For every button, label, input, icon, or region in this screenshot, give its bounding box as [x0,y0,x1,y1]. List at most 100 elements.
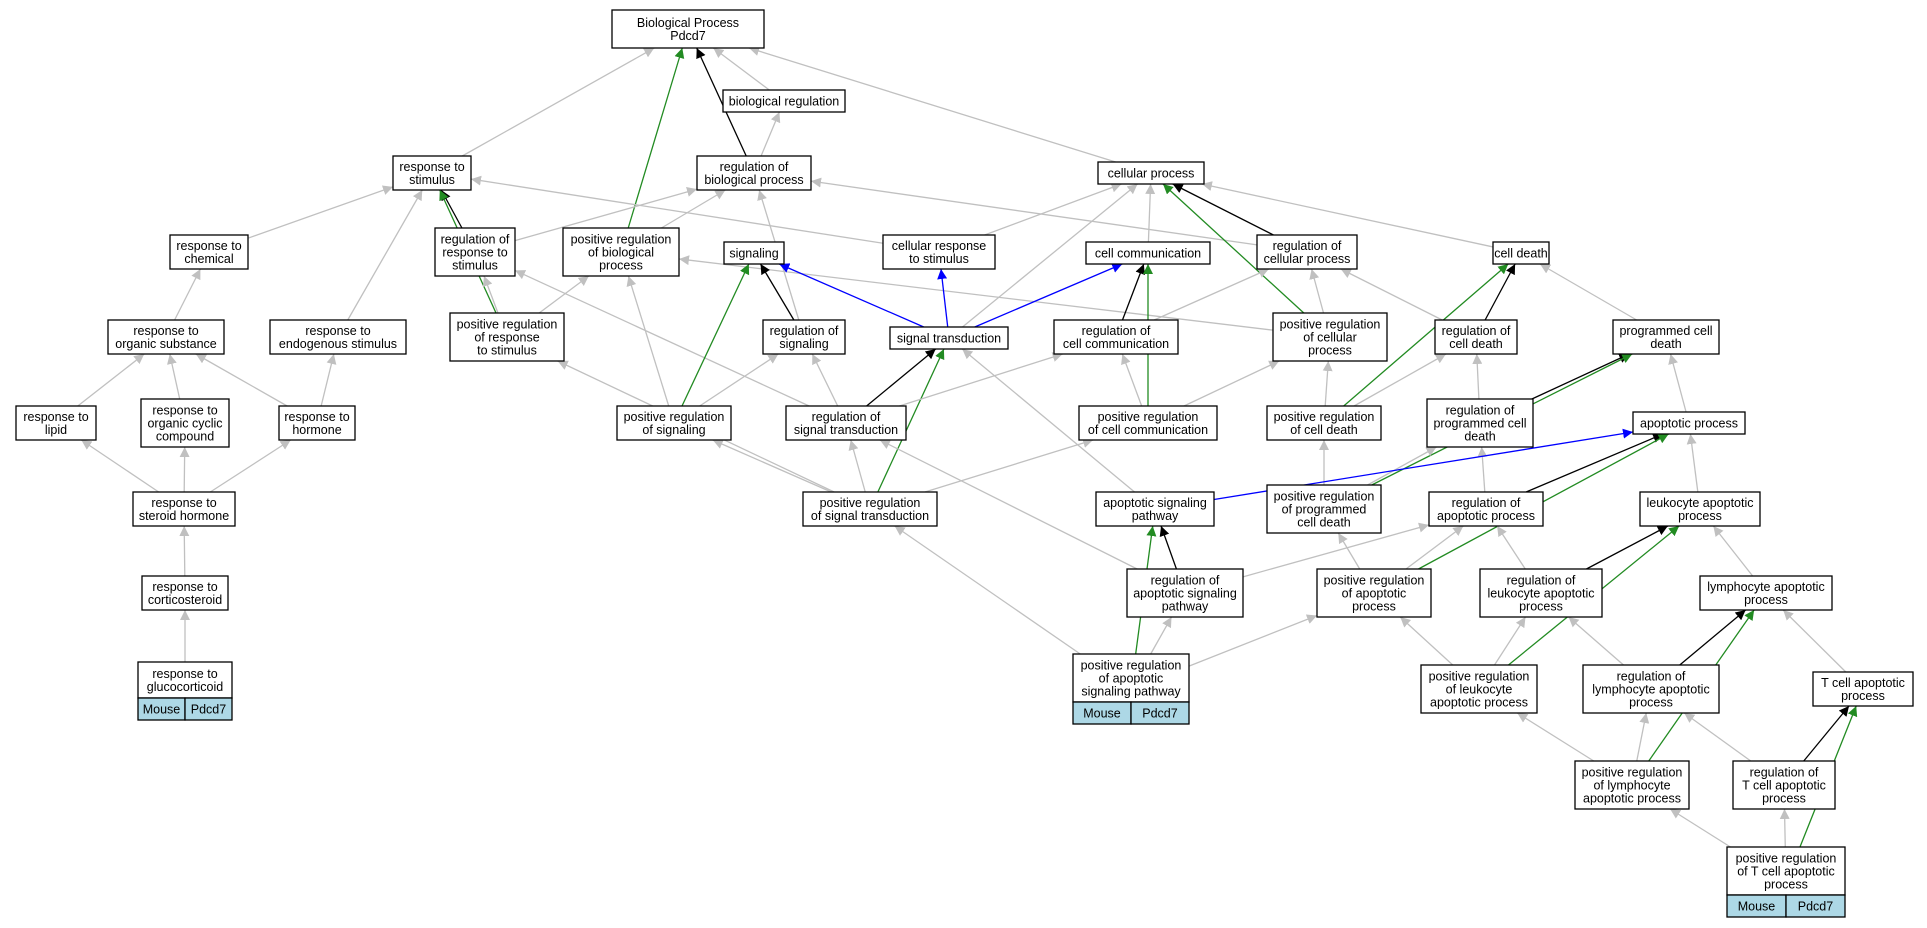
node-label-line: process [1841,689,1885,703]
edge-is-a [1496,525,1526,570]
edge-is-a [514,187,698,242]
go-term-node[interactable]: signaling [723,241,785,265]
node-box [1582,664,1720,714]
node-label-line: apoptotic process [1583,792,1681,806]
node-label-line: positive regulation [1274,410,1375,424]
edge-is-a [1153,268,1270,321]
edge-is-a [1150,616,1173,655]
edge-is-a [1188,614,1318,667]
node-label-line: response to [176,239,241,253]
edge-is-a [1516,712,1595,762]
annotation-species: Mouse [1738,900,1776,914]
edge-is-a [626,275,670,407]
edge-is-a [77,353,145,407]
node-label-line: chemical [184,252,233,266]
node-label-line: of T cell apoptotic [1737,865,1835,879]
go-term-node[interactable]: cell communication [1085,241,1211,265]
node-label-line: positive regulation [1280,318,1381,332]
node-box [1732,760,1836,810]
edge-is-a [661,189,726,229]
edge-positively-regulates [1343,263,1509,407]
edge-layer [77,46,1858,848]
node-box [1420,664,1538,714]
node-label-line: pathway [1132,509,1179,523]
edge-is-a [1477,446,1488,493]
node-label-line: cell death [1494,247,1548,261]
go-term-node[interactable]: signal transduction [889,326,1009,350]
node-label-line: apoptotic signaling [1133,587,1237,601]
node-box [1266,484,1382,534]
go-term-node[interactable]: cellular process [1097,161,1205,185]
edge-is-a [1405,525,1464,570]
go-term-node[interactable]: biological regulation [722,89,846,113]
node-label-line: T cell apoptotic [1742,779,1826,793]
node-label-line: regulation of [1452,496,1521,510]
node-label-line: stimulus [452,259,498,273]
edge-is-a [894,525,1081,655]
edge-is-a [320,353,337,407]
node-label-line: of cell communication [1088,423,1208,437]
node-label-line: of cell death [1290,423,1357,437]
edge-positively-regulates [627,47,685,229]
node-label-line: apoptotic process [1640,417,1738,431]
edge-regulates [937,268,949,328]
edge-is-a [924,438,1094,493]
go-term-node[interactable]: cell death [1492,241,1550,265]
edge-positively-regulates [877,348,945,493]
edge-is-a [514,269,810,407]
node-label-line: positive regulation [1736,852,1837,866]
edge-is-a [699,353,779,407]
node-box [802,491,938,527]
edge-is-a [712,439,832,493]
node-box [1316,568,1432,618]
node-label-line: of leukocyte [1446,683,1513,697]
node-label-line: regulation of [770,324,839,338]
node-label-line: response to [305,324,370,338]
go-term-node[interactable]: apoptotic process [1632,411,1746,435]
node-label-line: regulation of [1617,670,1686,684]
